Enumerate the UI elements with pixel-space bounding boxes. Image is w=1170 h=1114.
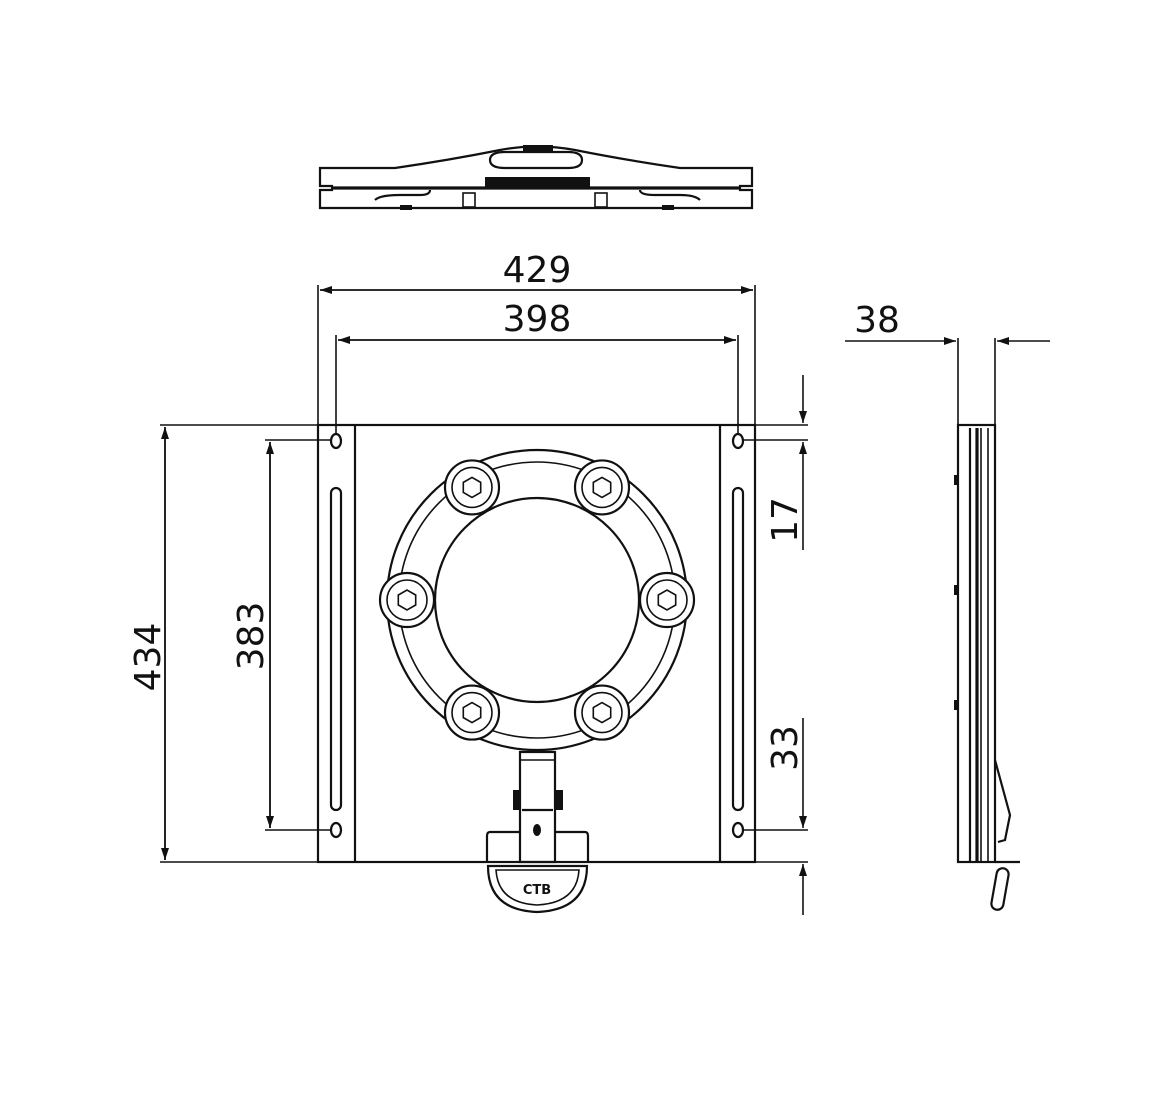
dim-overall-height: 434 (128, 623, 169, 692)
dim-top-offset: 17 (765, 497, 806, 543)
hex-bolt-icon (573, 459, 631, 516)
dim-hole-spacing-height: 383 (231, 602, 272, 671)
hex-bolt-icon (443, 459, 501, 516)
hex-bolt-icon (573, 684, 631, 741)
hex-bolt-icon (443, 684, 501, 741)
dim-bottom-offset: 33 (765, 725, 806, 771)
dim-thickness: 38 (854, 300, 900, 341)
hex-bolt-icon (378, 571, 436, 629)
logo: CTB (523, 883, 551, 898)
side-view (954, 423, 1020, 911)
front-view: CTB (316, 423, 757, 914)
swivel-ring (378, 448, 696, 752)
hex-bolt-icon (638, 571, 696, 629)
dim-hole-spacing-width: 398 (503, 299, 572, 340)
top-view (318, 145, 754, 210)
mounting-holes (329, 432, 745, 839)
dimension-labels: 429 398 434 383 17 33 38 (128, 250, 900, 771)
dim-overall-width: 429 (503, 250, 572, 291)
handle-assembly: CTB (485, 750, 590, 914)
dimension-lines (160, 285, 1050, 915)
